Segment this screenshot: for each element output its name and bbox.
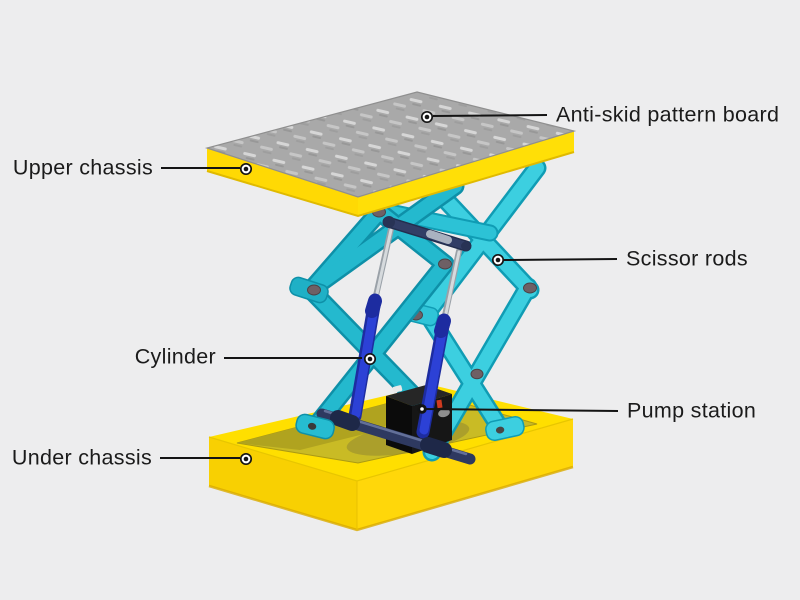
far-foot-plate	[485, 416, 525, 442]
callout-dot-cylinder	[363, 352, 377, 366]
callout-dot-anti-skid	[420, 110, 434, 124]
near-foot-plate	[295, 413, 335, 440]
bottom-axle-rod	[316, 408, 476, 465]
label-under-chassis: Under chassis	[11, 445, 152, 470]
pump-fitting	[438, 408, 450, 418]
callout-line-pump-station	[423, 408, 619, 412]
upper-chassis-bottom-edge	[206, 151, 575, 218]
callout-dot-scissor-rods	[491, 253, 505, 267]
label-upper-chassis: Upper chassis	[12, 155, 153, 180]
callouts	[160, 114, 619, 459]
callout-dot-under-chassis	[239, 452, 253, 466]
tray-wall-right	[357, 419, 573, 530]
callout-dot-upper-chassis	[239, 162, 253, 176]
label-cylinder: Cylinder	[134, 344, 216, 369]
label-pump-station: Pump station	[627, 398, 757, 423]
upper-chassis-right-face	[358, 131, 574, 216]
top-cross-beam	[371, 201, 499, 242]
anti-skid-board	[204, 91, 577, 198]
callout-dots	[239, 110, 505, 466]
pump-red-mark	[436, 399, 443, 409]
label-scissor-rods: Scissor rods	[626, 246, 748, 271]
callout-line-scissor-rods	[503, 258, 618, 261]
hydraulic-cylinder-far	[416, 248, 462, 439]
callout-line-anti-skid	[432, 114, 548, 117]
pump-cap	[392, 385, 403, 393]
label-anti-skid-pattern-board: Anti-skid pattern board	[556, 102, 780, 127]
cylinder-head-tube	[382, 216, 472, 252]
callout-dot-pump-station	[417, 404, 427, 414]
